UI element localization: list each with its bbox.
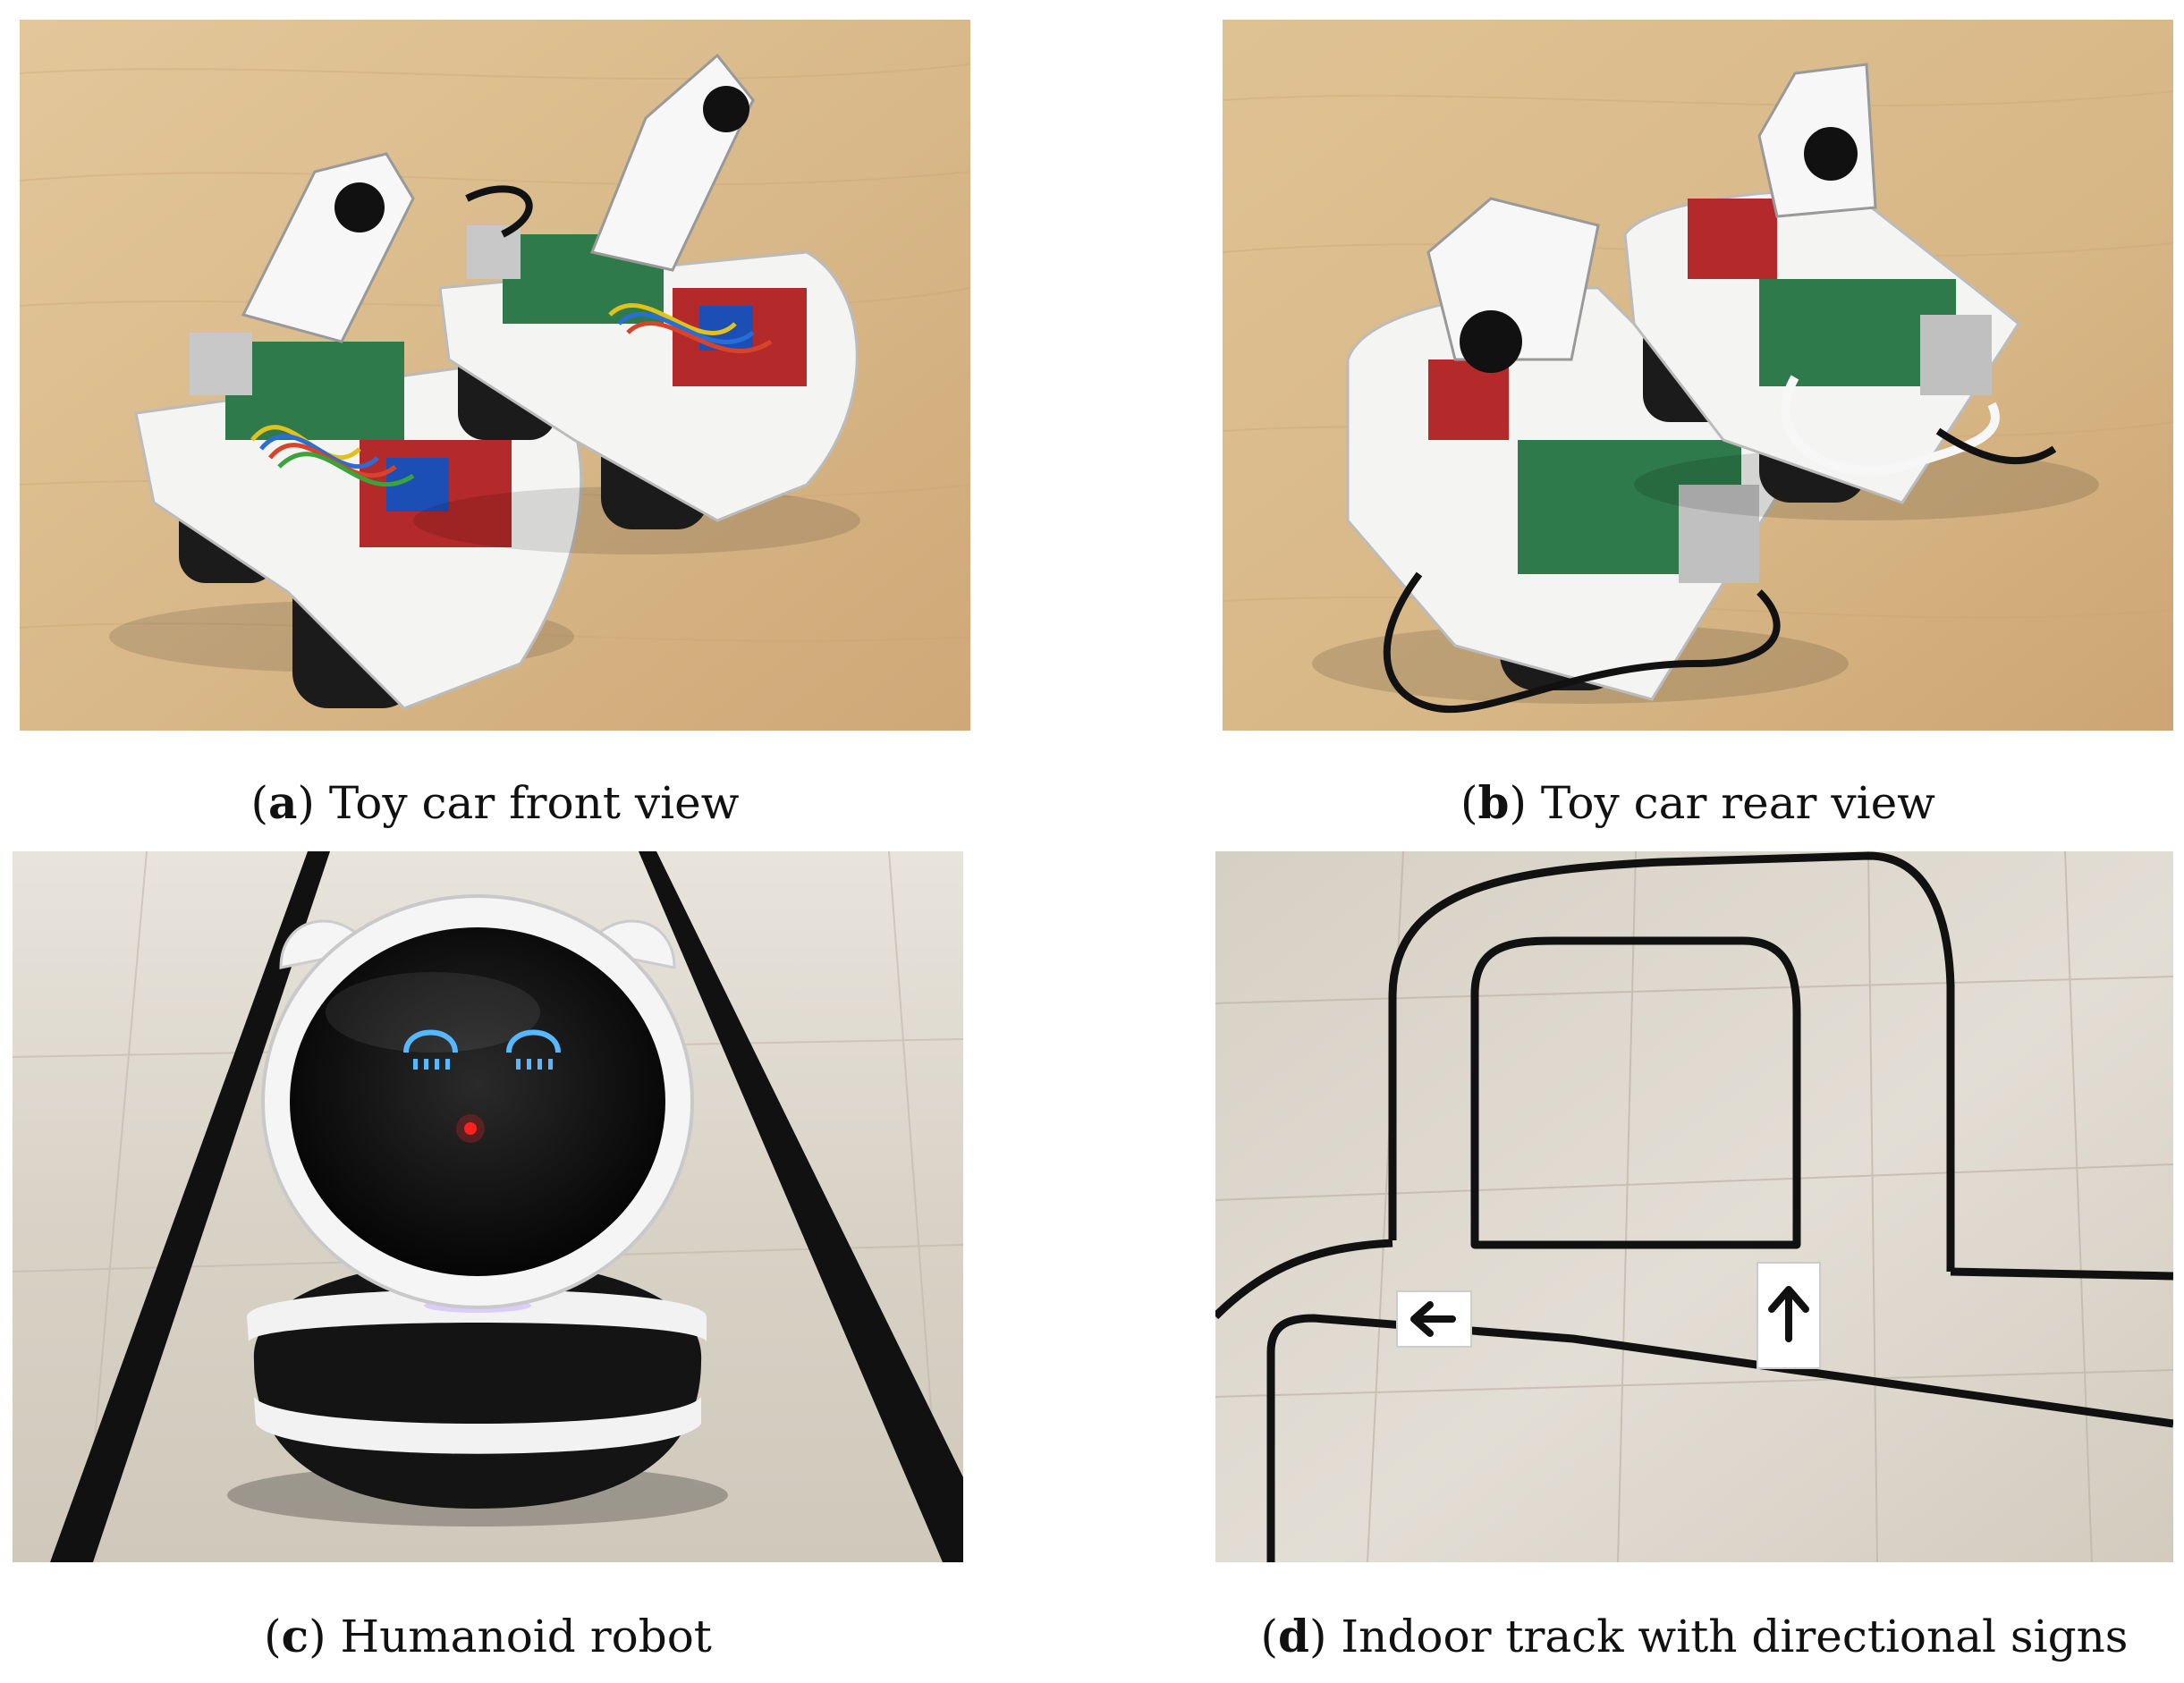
photo-toy-car-front	[20, 20, 970, 731]
robot-eyes	[403, 1029, 561, 1053]
caption-c-text: Humanoid robot	[340, 1611, 712, 1662]
caption-a-text: Toy car front view	[328, 777, 740, 829]
toy-car-rear-right	[1623, 63, 2099, 520]
arrow-up-sign	[1757, 1262, 1821, 1369]
photo-indoor-track	[1215, 851, 2173, 1562]
toy-car-right	[413, 53, 860, 554]
caption-b-text: Toy car rear view	[1540, 777, 1935, 829]
caption-a: (a) Toy car front view	[250, 776, 740, 829]
robot-body	[227, 894, 728, 1527]
caption-d-label: d	[1278, 1610, 1310, 1662]
caption-b: (b) Toy car rear view	[1460, 776, 1935, 829]
arrow-left-sign	[1396, 1290, 1472, 1348]
photo-humanoid-robot	[13, 851, 963, 1562]
caption-d-text: Indoor track with directional signs	[1341, 1611, 2129, 1662]
caption-c-label: c	[281, 1610, 309, 1662]
caption-a-label: a	[268, 776, 298, 829]
caption-d: (d) Indoor track with directional signs	[1260, 1610, 2129, 1662]
photo-toy-car-rear	[1223, 20, 2173, 731]
caption-b-label: b	[1477, 776, 1510, 829]
caption-c: (c) Humanoid robot	[264, 1610, 712, 1662]
